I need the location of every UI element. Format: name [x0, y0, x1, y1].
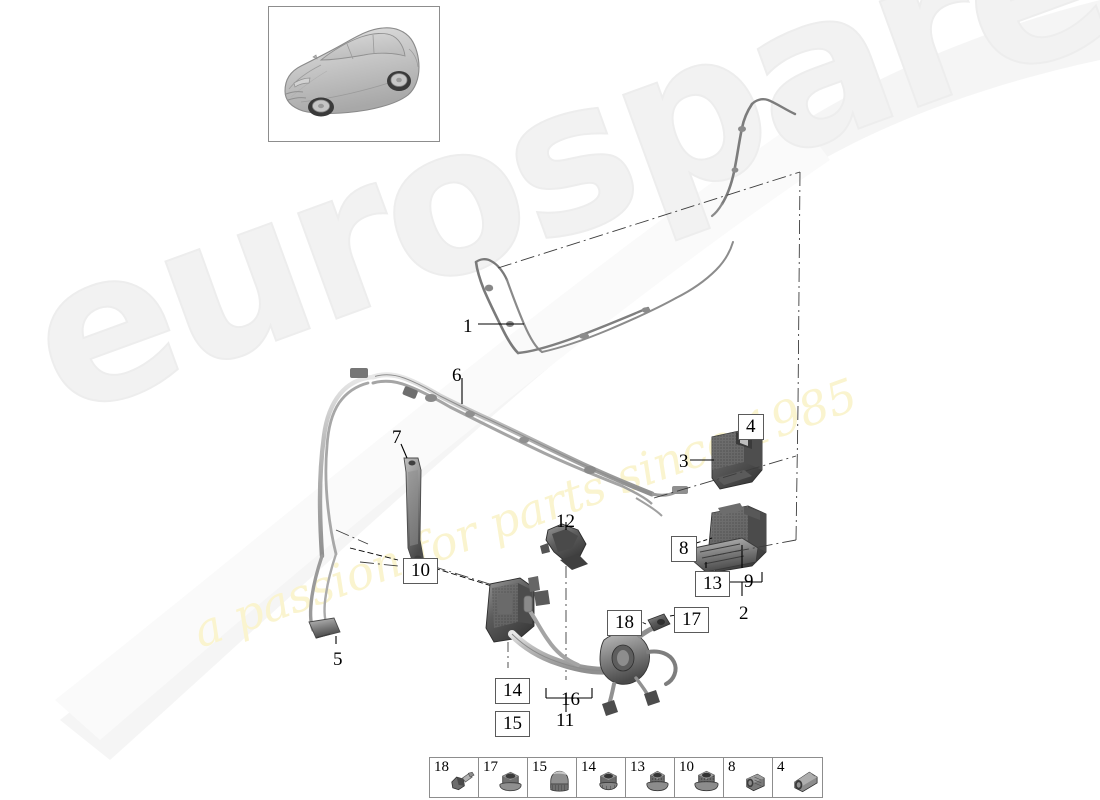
- legend-number: 17: [483, 759, 498, 775]
- legend-number: 13: [630, 759, 645, 775]
- legend-number: 14: [581, 759, 596, 775]
- callout-2[interactable]: 2: [739, 603, 749, 624]
- callout-12[interactable]: 12: [556, 511, 575, 532]
- callout-1[interactable]: 1: [463, 316, 473, 337]
- line-branch-left: [308, 368, 376, 644]
- short-sleeve-icon: [746, 773, 765, 792]
- callout-18[interactable]: 18: [607, 610, 642, 636]
- hex-bolt-icon: [451, 771, 475, 791]
- legend-cell-18[interactable]: 18: [430, 758, 479, 797]
- callout-4[interactable]: 4: [738, 414, 764, 440]
- callout-3[interactable]: 3: [679, 451, 689, 472]
- callout-15[interactable]: 15: [495, 711, 530, 737]
- bracket-7: [400, 443, 425, 567]
- fastener-legend: 18 17 15: [429, 757, 823, 798]
- legend-cell-13[interactable]: 13: [626, 758, 675, 797]
- legend-number: 4: [777, 759, 785, 775]
- callout-6[interactable]: 6: [452, 365, 462, 386]
- callout-8[interactable]: 8: [671, 536, 697, 562]
- callout-10[interactable]: 10: [403, 558, 438, 584]
- legend-cell-10[interactable]: 10: [675, 758, 724, 797]
- legend-cell-4[interactable]: 4: [773, 758, 822, 797]
- callout-16[interactable]: 16: [561, 689, 580, 710]
- callout-14[interactable]: 14: [495, 678, 530, 704]
- cap-nut-icon: [550, 770, 569, 792]
- legend-cell-15[interactable]: 15: [528, 758, 577, 797]
- hex-nut-icon: [599, 771, 618, 791]
- legend-cell-17[interactable]: 17: [479, 758, 528, 797]
- callout-13[interactable]: 13: [695, 571, 730, 597]
- vehicle-illustration: [284, 27, 420, 117]
- callout-5[interactable]: 5: [333, 649, 343, 670]
- callout-7[interactable]: 7: [392, 427, 402, 448]
- long-sleeve-icon: [794, 771, 818, 793]
- vehicle-thumbnail: [268, 6, 440, 142]
- flange-nut-icon: [694, 770, 719, 792]
- legend-cell-14[interactable]: 14: [577, 758, 626, 797]
- callout-17[interactable]: 17: [674, 607, 709, 633]
- brake-line-1: [474, 241, 734, 355]
- flange-nut-icon: [646, 770, 669, 792]
- legend-number: 10: [679, 759, 694, 775]
- legend-number: 8: [728, 759, 736, 775]
- legend-number: 15: [532, 759, 547, 775]
- legend-number: 18: [434, 759, 449, 775]
- callout-9[interactable]: 9: [744, 571, 754, 592]
- callout-11[interactable]: 11: [556, 710, 575, 731]
- hose-assembly-11: [508, 595, 678, 716]
- line-assembly-top: [710, 98, 797, 218]
- legend-cell-8[interactable]: 8: [724, 758, 773, 797]
- flange-nut-icon: [499, 771, 522, 792]
